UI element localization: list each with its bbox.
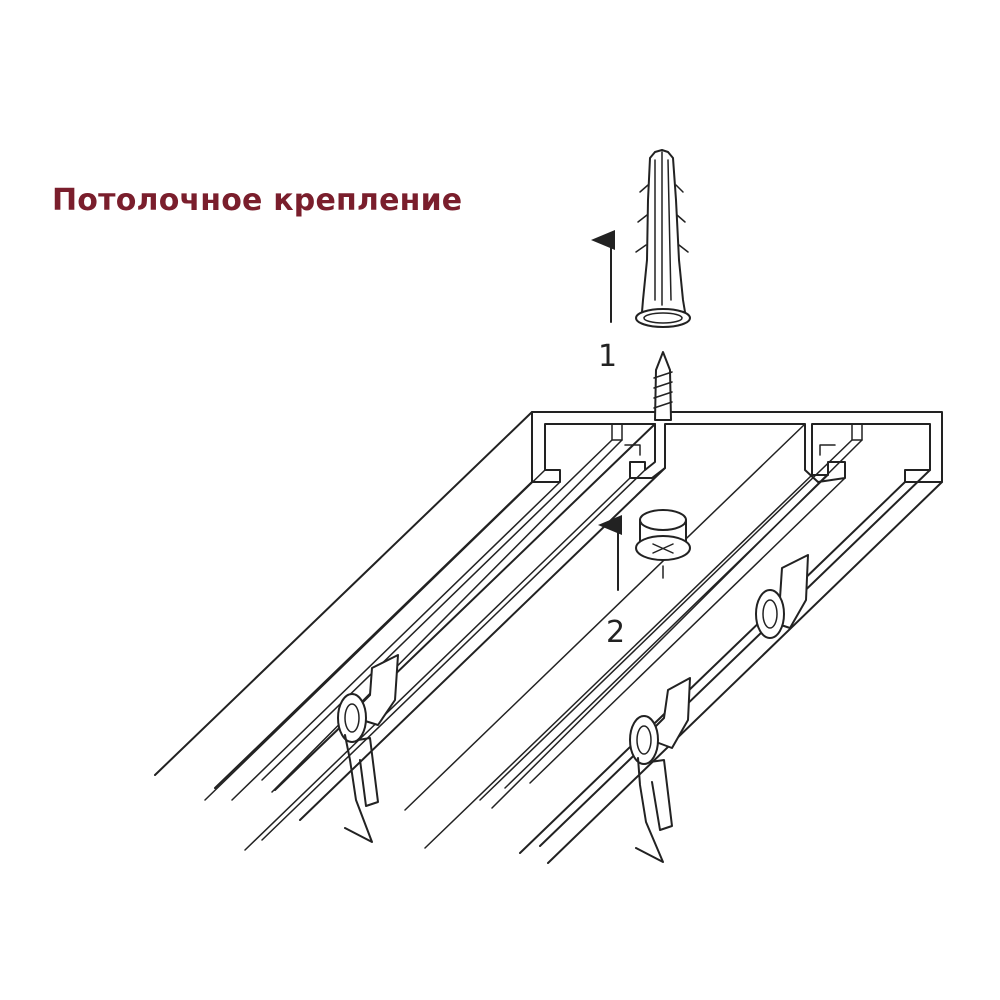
glider-hook-icon <box>337 654 399 843</box>
glider-hook-icon <box>629 677 691 863</box>
glider-hook-icon <box>755 554 809 639</box>
screw-icon <box>653 351 673 421</box>
diagram-title: Потолочное крепление <box>52 183 463 218</box>
rail-profile <box>531 411 943 483</box>
wall-plug-icon <box>635 149 691 328</box>
step-1-label: 1 <box>598 339 617 374</box>
step-2-label: 2 <box>606 615 625 650</box>
step-1: 1 <box>591 230 617 374</box>
step-2: 2 <box>598 515 625 650</box>
rail-body <box>154 411 943 864</box>
cap-icon <box>635 509 691 579</box>
